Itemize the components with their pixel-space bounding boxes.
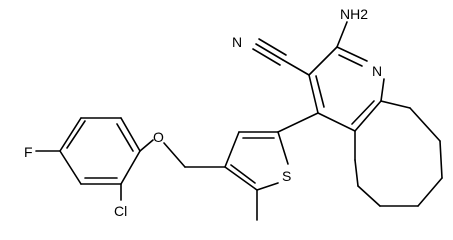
- bond-th5-inner: [230, 164, 256, 184]
- bond-cn-triple-1: [255, 43, 284, 61]
- bond-thio-pyr: [277, 112, 319, 133]
- bond-ph1: [59, 117, 82, 152]
- bond-th5: [224, 166, 258, 191]
- molecule-diagram: NH2 N N S O F Cl: [24, 6, 443, 221]
- bond-py1: [308, 74, 319, 114]
- bond-o-ch2: [163, 142, 186, 168]
- bond-co6: [357, 185, 381, 207]
- bonds: [35, 21, 443, 221]
- bond-th1: [224, 131, 240, 168]
- bond-py6: [317, 112, 356, 132]
- bond-ph3: [120, 117, 141, 152]
- bond-ph1-inner: [66, 120, 86, 149]
- bond-ph6: [59, 150, 82, 185]
- atom-fluorine: F: [24, 144, 33, 160]
- bond-co2: [409, 107, 441, 142]
- bond-py3: [336, 46, 368, 62]
- atom-oxygen: O: [153, 129, 164, 145]
- bond-cn-triple-3: [252, 48, 281, 66]
- bond-th3: [277, 131, 289, 165]
- bond-co4: [417, 177, 443, 207]
- bond-py4: [380, 78, 385, 102]
- bond-co3: [439, 140, 443, 179]
- atom-nh2: NH2: [340, 6, 368, 22]
- atom-nitrile-n: N: [232, 34, 242, 50]
- bond-co7: [354, 159, 359, 187]
- bond-co1: [380, 100, 411, 109]
- atom-ring-n: N: [372, 63, 382, 79]
- bond-py5: [354, 100, 382, 132]
- bond-py2: [308, 46, 338, 76]
- bond-py3-inner: [338, 54, 363, 67]
- bond-th4: [256, 182, 279, 191]
- bond-c-cn: [282, 59, 310, 76]
- atom-sulfur: S: [282, 168, 291, 184]
- bond-py1-inner: [315, 75, 325, 108]
- bond-c-o: [139, 139, 154, 152]
- bond-ph3-inner: [116, 123, 134, 152]
- bond-py5-inner: [351, 100, 375, 125]
- atom-chlorine: Cl: [114, 203, 127, 219]
- bond-c-nh2: [336, 21, 348, 48]
- bond-cn-triple-2: [258, 38, 287, 56]
- bond-ph4: [120, 150, 141, 185]
- atom-labels: NH2 N N S O F Cl: [24, 6, 382, 219]
